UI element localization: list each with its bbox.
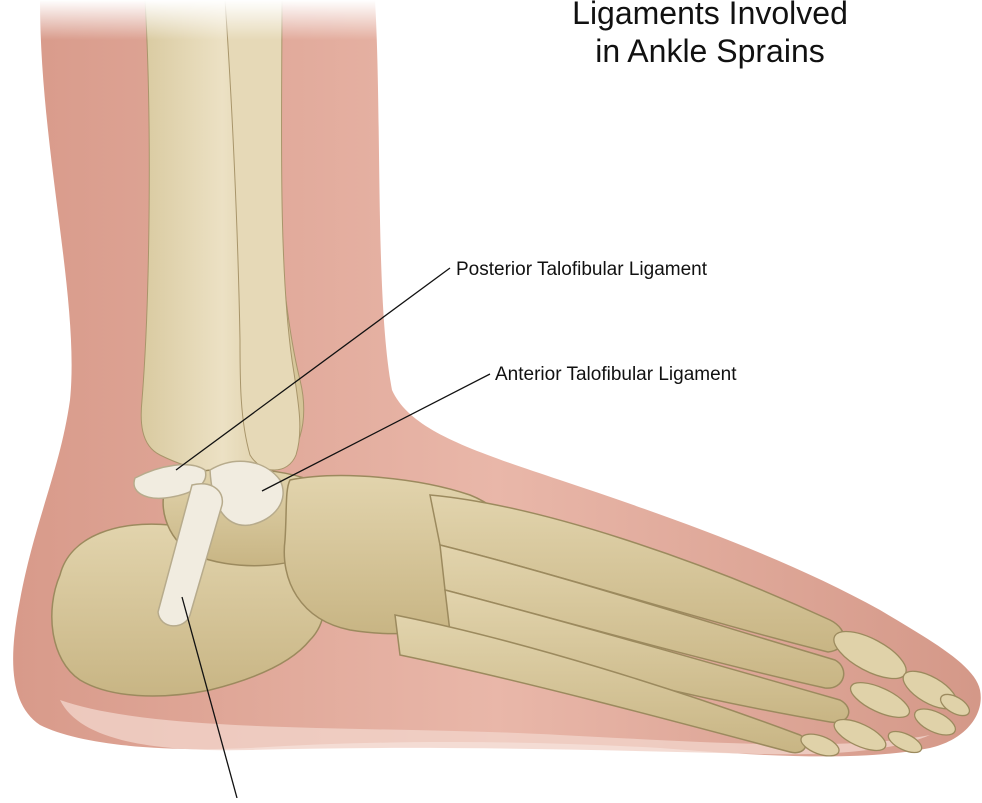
- posterior-talofibular-label: Posterior Talofibular Ligament: [456, 259, 707, 281]
- diagram-title-line-1: Ligaments Involved: [520, 0, 900, 32]
- diagram-title-line-2: in Ankle Sprains: [520, 32, 900, 70]
- top-fade: [0, 0, 420, 40]
- anterior-talofibular-label: Anterior Talofibular Ligament: [495, 364, 737, 386]
- diagram-title: Ligaments Involved in Ankle Sprains: [520, 0, 900, 70]
